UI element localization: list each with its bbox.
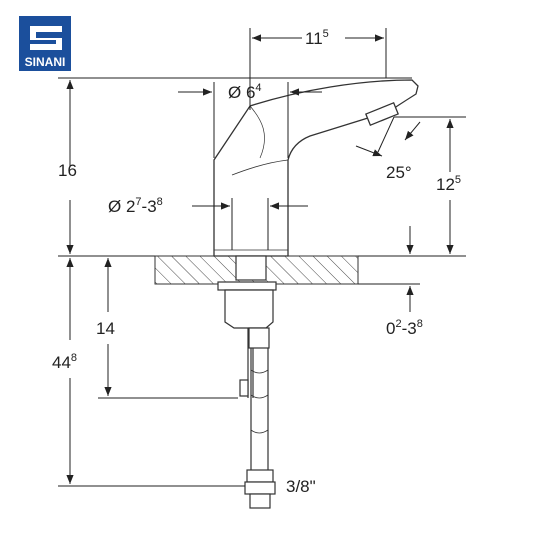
- brand-logo-icon: SINANI: [19, 16, 71, 71]
- faucet-body: [213, 79, 419, 257]
- brand-name: SINANI: [25, 55, 66, 69]
- dim-fixing-length: 14: [96, 319, 115, 338]
- fixing-assembly: [217, 255, 277, 509]
- dim-connection: 3/8": [286, 477, 316, 496]
- dim-spout-diameter: Ø 64: [228, 82, 262, 102]
- dim-spout-reach: 115: [305, 28, 329, 48]
- dim-counter-thickness: 02-38: [386, 318, 423, 338]
- dim-outlet-angle: 25°: [386, 163, 412, 182]
- dim-total-below: 448: [52, 352, 77, 372]
- dim-outlet-height: 125: [436, 174, 461, 194]
- dimension-lines: [58, 28, 466, 487]
- dim-height-above-counter: 16: [58, 161, 77, 180]
- dim-body-diameter: Ø 27-38: [108, 196, 163, 216]
